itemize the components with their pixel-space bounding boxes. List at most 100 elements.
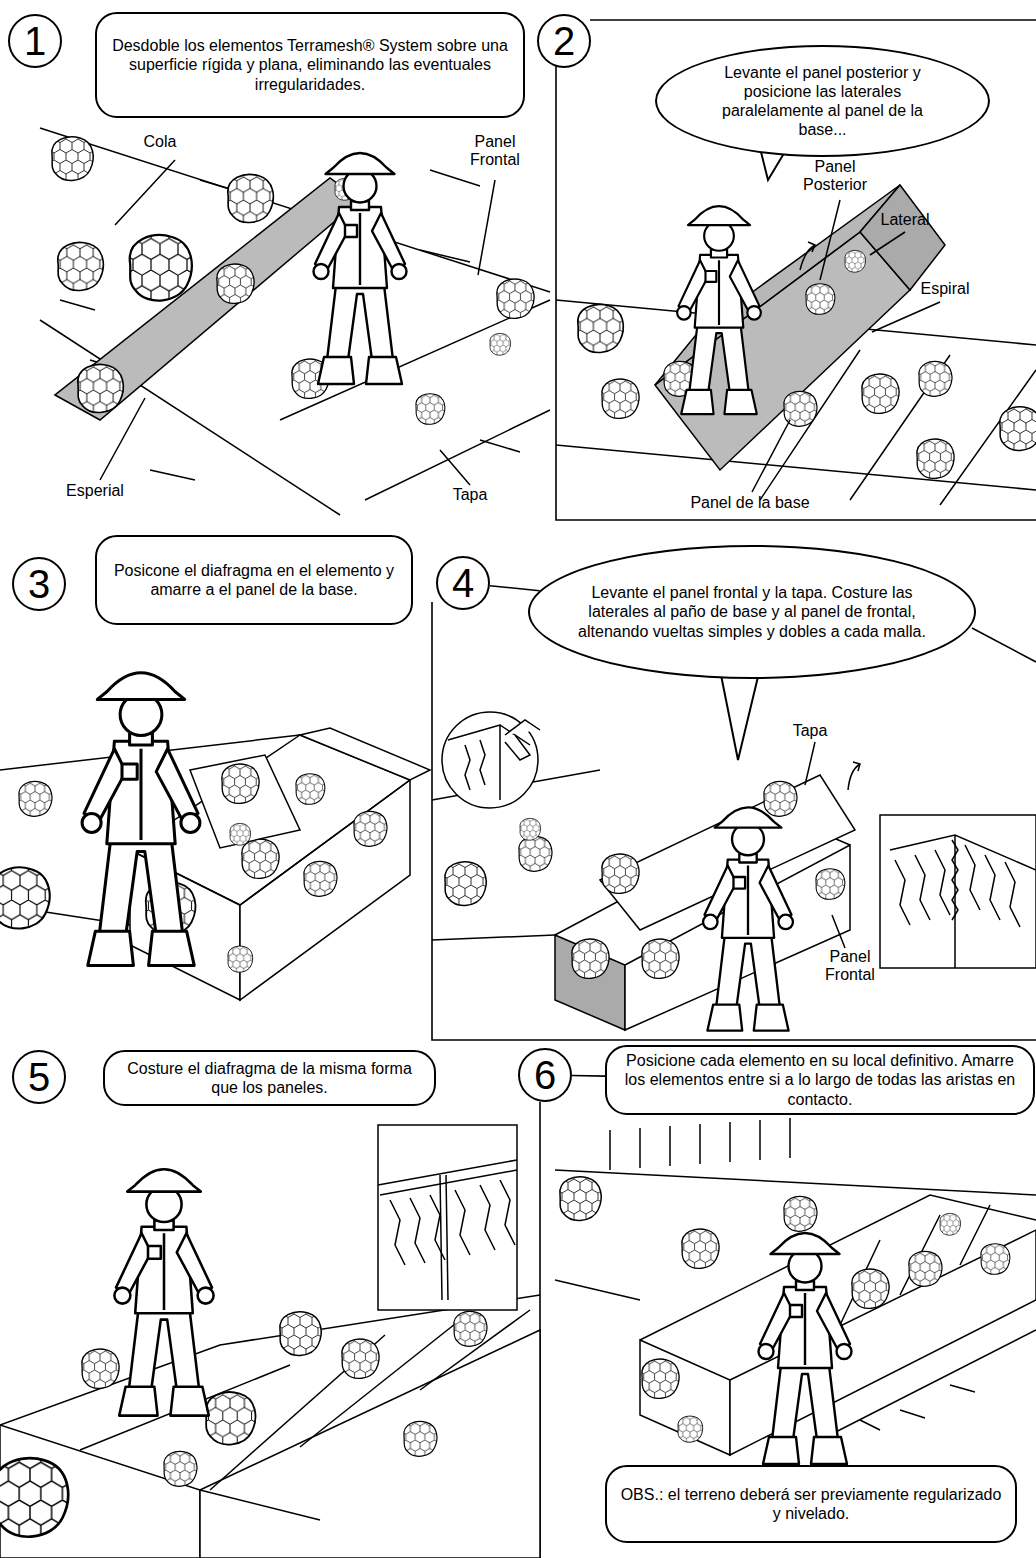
- part-label: Panel de la base: [680, 494, 820, 512]
- step4-scene-part: [445, 862, 486, 906]
- step3-scene-part: [190, 755, 300, 848]
- instruction-bubble: Costure el diafragma de la misma forma q…: [103, 1050, 436, 1106]
- step-number: 1: [24, 17, 46, 65]
- part-label: Tapa: [780, 722, 840, 740]
- step1-scene-part: [78, 364, 123, 412]
- step3-scene-part: [296, 774, 325, 805]
- step6-scene-part: [909, 1251, 942, 1286]
- step1-scene-part: [217, 264, 254, 303]
- step4-scene-part: [505, 720, 540, 760]
- step4-scene-part: [519, 836, 552, 871]
- step4-scene-part: [642, 939, 679, 978]
- step6-scene-part: [640, 1340, 730, 1455]
- step5-scene-part: [164, 1451, 197, 1486]
- step3-scene-part: [19, 781, 52, 816]
- instruction-text: Levante el panel frontal y la tapa. Cost…: [576, 583, 928, 641]
- step2-scene: [556, 185, 1036, 505]
- step4-scene-part: [805, 742, 845, 948]
- step6-scene-part: [610, 1118, 790, 1170]
- step5-scene: [0, 1125, 540, 1558]
- step-number-circle: 1: [8, 14, 62, 68]
- step1-scene-part: [497, 279, 534, 318]
- step4-scene-part: [703, 807, 793, 1030]
- step3-scene-part: [242, 839, 279, 878]
- step5-scene-part: [206, 1392, 256, 1444]
- instruction-text: OBS.: el terreno deberá ser previamente …: [619, 1485, 1003, 1523]
- step6-scene-part: [981, 1244, 1010, 1275]
- part-label: Cola: [130, 133, 190, 151]
- step2-scene-part: [752, 200, 940, 492]
- step1-scene-part: [40, 320, 340, 515]
- step5-scene-part: [280, 1312, 321, 1356]
- step5-scene-part: [200, 1490, 320, 1520]
- step4-scene-part: [602, 854, 639, 893]
- step4-scene-part: [890, 835, 1036, 968]
- step-number: 4: [452, 559, 474, 607]
- step-number: 2: [553, 17, 575, 65]
- step2-scene-part: [1000, 407, 1036, 451]
- step1-scene-part: [130, 235, 192, 300]
- step6-scene-part: [860, 1385, 975, 1430]
- step5-scene-part: [342, 1339, 379, 1378]
- step5-scene-part: [378, 1160, 517, 1195]
- step5-scene-part: [114, 1169, 213, 1415]
- step1-scene: [40, 128, 550, 515]
- step5-scene-part: [378, 1125, 517, 1310]
- step-number-circle: 5: [12, 1050, 66, 1104]
- step5-scene-part: [200, 1330, 540, 1558]
- step1-scene-part: [58, 242, 103, 290]
- step-number: 3: [28, 560, 50, 608]
- step4-scene-part: [572, 939, 609, 978]
- instruction-text: Posicione cada elemento en su local defi…: [619, 1051, 1021, 1109]
- step6-scene-part: [784, 1196, 817, 1231]
- instruction-bubble: Posicone el diafragma en el elemento y a…: [95, 535, 413, 625]
- step2-scene-part: [602, 379, 639, 418]
- step1-scene-part: [228, 174, 273, 222]
- part-label: Panel Frontal: [815, 948, 885, 985]
- step-number-circle: 6: [518, 1048, 572, 1102]
- step2-scene-part: [677, 206, 761, 414]
- step6-scene-part: [678, 1416, 703, 1442]
- connector-line: [490, 586, 540, 591]
- part-label: Panel Frontal: [455, 133, 535, 170]
- step2-scene-part: [806, 284, 835, 315]
- step3-scene-part: [228, 946, 253, 972]
- step6-scene-part: [940, 1213, 961, 1235]
- step1-scene-part: [490, 333, 511, 355]
- step4-scene-part: [432, 935, 555, 940]
- step2-scene-part: [578, 304, 623, 352]
- step6-scene-part: [840, 1205, 990, 1325]
- step4-scene-part: [555, 935, 625, 1030]
- step-number-circle: 2: [537, 14, 591, 68]
- step-number-circle: 3: [12, 557, 66, 611]
- step1-scene-part: [55, 178, 360, 420]
- step5-scene-part: [0, 1295, 540, 1425]
- part-label: Espiral: [905, 280, 985, 298]
- step5-scene-part: [390, 1180, 515, 1265]
- step6-scene-part: [560, 1177, 601, 1221]
- instruction-bubble: Desdoble los elementos Terramesh® System…: [95, 12, 525, 118]
- step5-scene-part: [404, 1421, 437, 1456]
- step2-scene-part: [919, 361, 952, 396]
- part-label: Panel Posterior: [785, 158, 885, 195]
- step4-scene-part: [465, 740, 485, 790]
- step2-scene-part: [845, 250, 866, 272]
- step6-scene-part: [642, 1359, 679, 1398]
- step4-scene-part: [816, 869, 845, 900]
- step3-scene-part: [0, 868, 50, 929]
- step5-scene-part: [440, 1175, 448, 1300]
- step1-scene-part: [100, 160, 495, 485]
- step6-scene: [555, 1118, 1036, 1464]
- step1-scene-part: [314, 153, 407, 384]
- step4-scene-part: [952, 840, 958, 920]
- step-number-circle: 4: [436, 556, 490, 610]
- step2-scene-part: [917, 439, 954, 478]
- step3-scene-part: [222, 764, 259, 803]
- step6-scene-part: [682, 1229, 719, 1268]
- step6-scene-part: [555, 1280, 640, 1300]
- part-label: Tapa: [445, 486, 495, 504]
- step5-scene-part: [0, 1458, 68, 1536]
- step3-scene-part: [82, 673, 200, 966]
